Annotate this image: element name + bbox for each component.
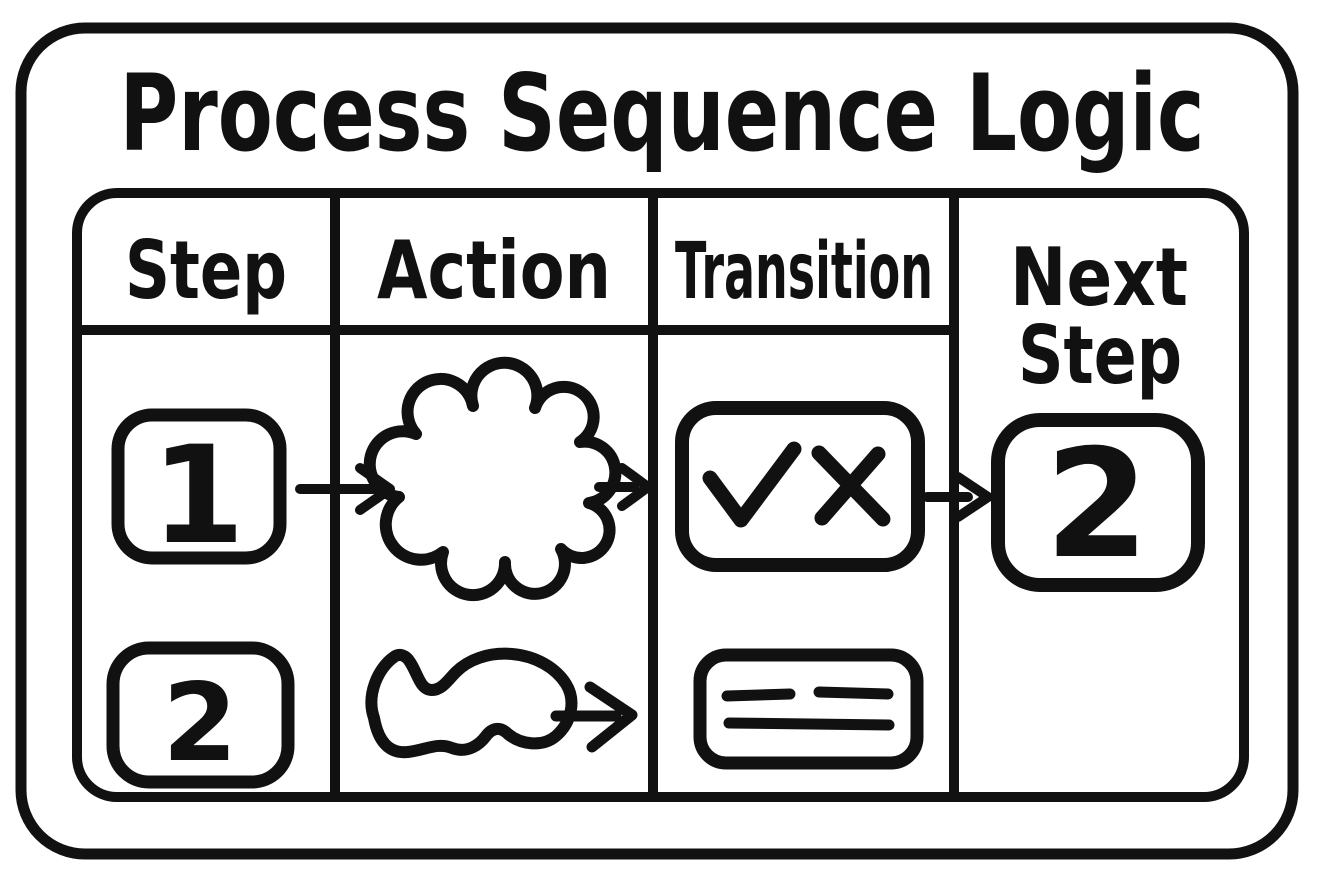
note-lines-box-icon [693,648,924,770]
check-cross-box-icon [675,401,925,572]
table-frame [72,188,1249,802]
next-step-number: 2 [1045,418,1149,592]
column-header-next-step-line1: Next [1010,231,1188,324]
table-row: 2 [106,641,924,789]
note-line-short-2 [813,686,894,700]
column-header-action: Action [377,224,611,317]
cross-icon [811,445,891,527]
step-number: 1 [151,417,245,574]
note-box [693,648,924,770]
cloud-icon [363,356,622,602]
column-header-step: Step [125,224,287,317]
note-line-short-1 [721,688,796,702]
column-header-transition: Transition [675,227,933,317]
decision-box [675,401,925,572]
step-box [106,641,295,789]
page-title: Process Sequence Logic [120,52,1205,175]
scribble-blob-icon [365,647,578,759]
check-icon [702,441,802,528]
arrow-right-icon [594,463,653,511]
next-step-box [991,413,1205,592]
step-box [111,408,287,565]
note-line-long [723,717,895,731]
column-header-next-step-line2: Step [1018,309,1182,402]
arrow-right-icon [922,472,993,522]
arrow-right-icon [550,681,638,753]
step-number: 2 [162,661,237,786]
outer-frame [15,22,1299,860]
table-row: 1 2 [111,356,1205,602]
